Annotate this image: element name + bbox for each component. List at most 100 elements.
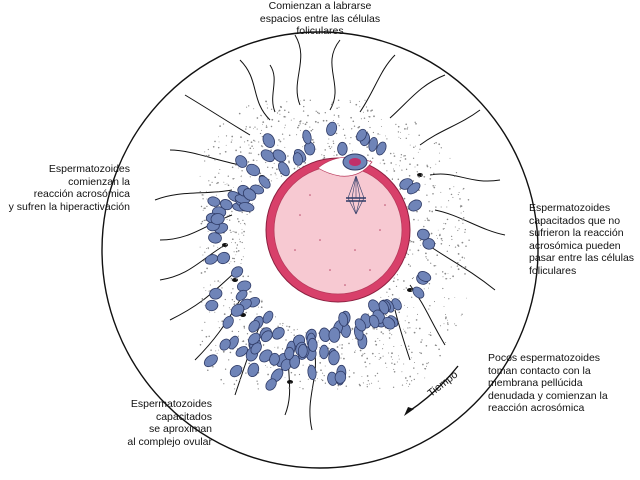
matrix-dot (260, 306, 263, 309)
matrix-dot (372, 131, 375, 134)
matrix-dot (338, 116, 340, 118)
matrix-dot (245, 126, 247, 128)
matrix-dot (457, 253, 460, 255)
matrix-dot (232, 288, 234, 290)
matrix-dot (447, 323, 449, 326)
matrix-dot (316, 371, 318, 373)
matrix-dot (257, 306, 259, 308)
matrix-dot (391, 293, 394, 296)
matrix-dot (284, 127, 286, 129)
matrix-dot (200, 205, 203, 208)
matrix-dot (241, 228, 243, 230)
matrix-dot (421, 174, 423, 176)
matrix-dot (352, 120, 355, 123)
matrix-dot (438, 234, 441, 237)
matrix-dot (350, 116, 352, 119)
matrix-dot (369, 363, 371, 365)
matrix-dot (435, 273, 437, 275)
matrix-dot (350, 136, 352, 139)
matrix-dot (383, 343, 385, 345)
matrix-dot (412, 241, 415, 243)
matrix-dot (224, 246, 227, 248)
matrix-dot (284, 109, 286, 112)
matrix-dot (443, 222, 445, 224)
follicular-cell (230, 303, 245, 317)
matrix-dot (349, 101, 352, 103)
matrix-dot (225, 243, 228, 246)
matrix-dot (328, 342, 331, 345)
matrix-dot (373, 327, 375, 330)
matrix-dot (250, 291, 252, 293)
matrix-dot (249, 176, 251, 178)
matrix-dot (416, 175, 419, 177)
matrix-dot (403, 280, 405, 282)
matrix-dot (203, 287, 205, 289)
matrix-dot (261, 129, 262, 131)
matrix-dot (426, 362, 428, 365)
matrix-dot (230, 231, 232, 234)
matrix-dot (406, 315, 408, 317)
matrix-dot (419, 148, 421, 150)
matrix-dot (393, 170, 396, 172)
matrix-dot (406, 128, 408, 130)
matrix-dot (364, 352, 366, 355)
matrix-dot (415, 327, 417, 329)
matrix-dot (399, 188, 402, 190)
matrix-dot (306, 121, 308, 124)
matrix-dot (333, 114, 335, 116)
matrix-dot (246, 139, 249, 142)
matrix-dot (241, 241, 243, 244)
matrix-dot (373, 115, 375, 118)
matrix-dot (355, 349, 356, 351)
matrix-dot (251, 145, 253, 147)
matrix-dot (215, 344, 217, 346)
matrix-dot (383, 162, 386, 165)
matrix-dot (419, 239, 422, 242)
matrix-dot (219, 281, 221, 283)
matrix-dot (391, 334, 393, 336)
matrix-dot (229, 219, 231, 221)
matrix-dot (400, 131, 401, 133)
follicular-cell (222, 315, 234, 329)
matrix-dot (411, 351, 413, 354)
matrix-dot (455, 324, 457, 327)
matrix-dot (332, 140, 334, 142)
matrix-dot (235, 164, 237, 166)
matrix-dot (388, 352, 390, 354)
matrix-dot (225, 135, 228, 137)
follicular-cell (205, 299, 219, 312)
matrix-dot (386, 366, 388, 368)
matrix-dot (279, 113, 281, 115)
matrix-dot (230, 292, 232, 294)
matrix-dot (317, 341, 319, 343)
matrix-dot (329, 147, 331, 150)
matrix-dot (270, 125, 273, 128)
matrix-dot (408, 386, 409, 388)
matrix-dot (299, 123, 301, 125)
matrix-dot (336, 107, 338, 109)
matrix-dot (253, 128, 255, 130)
matrix-dot (393, 277, 395, 279)
matrix-dot (247, 275, 249, 277)
follicular-cell (216, 251, 231, 265)
matrix-dot (352, 338, 354, 340)
matrix-dot (366, 375, 369, 377)
matrix-dot (206, 198, 208, 200)
matrix-dot (400, 137, 402, 140)
matrix-dot (391, 352, 393, 355)
matrix-dot (360, 118, 362, 120)
matrix-dot (327, 142, 329, 144)
matrix-dot (413, 378, 415, 381)
matrix-dot (273, 162, 275, 164)
matrix-dot (224, 217, 226, 219)
matrix-dot (245, 311, 247, 314)
matrix-dot (417, 249, 420, 252)
matrix-dot (282, 324, 283, 326)
matrix-dot (461, 256, 464, 259)
matrix-dot (416, 313, 419, 315)
matrix-dot (459, 259, 461, 261)
matrix-dot (282, 322, 284, 325)
matrix-dot (365, 106, 368, 108)
matrix-dot (208, 154, 210, 157)
matrix-dot (223, 313, 226, 315)
